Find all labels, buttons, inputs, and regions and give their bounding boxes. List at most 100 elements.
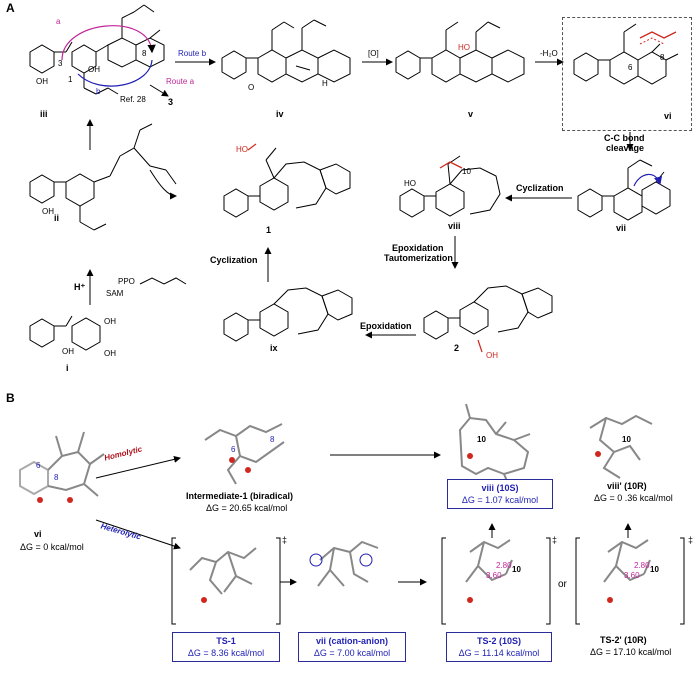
viii-prime-label: viii' (10R) — [607, 481, 647, 491]
compound-v-label: v — [468, 109, 474, 119]
atom-label-6: 6 — [628, 63, 633, 72]
route-b-label: Route b — [178, 49, 207, 58]
compound-iii-structure — [29, 4, 165, 95]
vi-b-energy: ΔG = 0 kcal/mol — [20, 542, 84, 552]
ts-2-prime-energy: ΔG = 17.10 kcal/mol — [590, 647, 672, 657]
ts-brackets — [171, 537, 685, 625]
model-viii-prime — [589, 414, 653, 479]
ts-2-prime-distance-a: 2.80 — [634, 561, 650, 570]
compound-vii-label: vii — [616, 223, 627, 233]
atom-10-ts-2: 10 — [512, 565, 521, 574]
vi-b-label: vi — [34, 529, 42, 539]
atom-6-vi: 6 — [36, 461, 41, 470]
oxidation-label: [O] — [368, 49, 379, 58]
model-vii — [309, 540, 379, 587]
compound-ii-label: ii — [54, 213, 60, 223]
atom-6-int1: 6 — [231, 445, 236, 454]
atom-10-viii: 10 — [477, 435, 486, 444]
h-label-iv: H — [322, 79, 328, 88]
model-ts-2-prime — [603, 539, 651, 603]
vii-energy-box: vii (cation-anion) ΔG = 7.00 kcal/mol — [298, 632, 406, 662]
oh-label-2: OH — [486, 351, 498, 360]
ts-1-energy: ΔG = 8.36 kcal/mol — [187, 648, 265, 658]
epoxidation-tautomerization-label-1: Epoxidation — [392, 243, 444, 253]
ts-2-energy: ΔG = 11.14 kcal/mol — [458, 648, 540, 658]
model-viii — [458, 403, 531, 489]
oh-label-i-2: OH — [62, 347, 74, 356]
atom-label-10: 10 — [462, 167, 471, 176]
model-vi — [19, 431, 105, 503]
cyclization-1-label: Cyclization — [210, 255, 258, 265]
ppo-label: PPO — [118, 277, 135, 286]
model-ts-1 — [189, 547, 257, 603]
compound-viii-structure — [399, 155, 501, 218]
acid-label: H⁺ — [74, 282, 86, 292]
compound-iii-label: iii — [40, 109, 48, 119]
panel-a-label: A — [6, 1, 15, 15]
ts-2-dagger: ‡ — [552, 535, 558, 545]
compound-vi-highlight-box — [562, 17, 692, 131]
ts-2-label: TS-2 (10S) — [476, 636, 521, 646]
atom-label-8-vi: 8 — [660, 53, 665, 62]
oh-label-i-3: OH — [104, 349, 116, 358]
panel-b-label: B — [6, 391, 15, 405]
ho-label-viii: HO — [404, 179, 416, 188]
vii-b-label: vii (cation-anion) — [316, 636, 388, 646]
oh-label-iv: O — [248, 83, 255, 92]
viii-energy-box: viii (10S) ΔG = 1.07 kcal/mol — [447, 479, 553, 509]
compound-viii-label: viii — [448, 221, 461, 231]
oh-label-i-1: OH — [104, 317, 116, 326]
atom-10-ts-2-prime: 10 — [650, 565, 659, 574]
sam-label: SAM — [106, 289, 124, 298]
ts-1-dagger: ‡ — [282, 535, 288, 545]
compound-i-label: i — [66, 363, 69, 373]
compound-1-structure — [223, 147, 351, 218]
compound-iv-structure — [221, 19, 351, 83]
epoxidation-tautomerization-label-2: Tautomerization — [384, 253, 453, 263]
ho-label-v: HO — [458, 43, 470, 52]
viii-prime-energy: ΔG = 0 .36 kcal/mol — [594, 493, 673, 503]
cc-cleavage-label-1: C-C bond — [604, 133, 645, 143]
intermediate-1-label: Intermediate-1 (biradical) — [186, 491, 294, 501]
compound-ii-structure — [29, 123, 177, 231]
epoxidation-label: Epoxidation — [360, 321, 412, 331]
atom-label-1: 1 — [68, 75, 73, 84]
compound-ix-structure — [223, 287, 353, 342]
intermediate-1-energy: ΔG = 20.65 kcal/mol — [206, 503, 288, 513]
ts-1-label: TS-1 — [216, 636, 236, 646]
ts-2-distance-a: 2.80 — [496, 561, 512, 570]
atom-8-int1: 8 — [270, 435, 275, 444]
dehydration-label: -H₂O — [540, 49, 558, 58]
atom-label-8: 8 — [142, 49, 147, 58]
atom-8-vi: 8 — [54, 473, 59, 482]
compound-1-label: 1 — [266, 225, 272, 235]
cc-cleavage-label-2: cleavage — [606, 143, 645, 153]
ts-2-prime-distance-b: 3.60 — [624, 571, 640, 580]
route-a-label: Route a — [166, 77, 195, 86]
atom-label-3: 3 — [58, 59, 63, 68]
vii-b-energy: ΔG = 7.00 kcal/mol — [313, 648, 391, 658]
viii-b-label: viii (10S) — [481, 483, 519, 493]
oh-label-iii-2: OH — [88, 65, 100, 74]
oh-label-ii: OH — [42, 207, 54, 216]
compound-vi-structure — [573, 23, 679, 85]
compound-vii-structure — [577, 159, 671, 221]
ts-2-prime-dagger: ‡ — [688, 535, 694, 545]
ts-1-energy-box: TS-1 ΔG = 8.36 kcal/mol — [172, 632, 280, 662]
model-ts-2 — [465, 539, 513, 603]
oh-label-iii: OH — [36, 77, 48, 86]
atom-10-viii-prime: 10 — [622, 435, 631, 444]
arc-label-a: a — [56, 17, 61, 26]
compound-ix-label: ix — [270, 343, 278, 353]
compound-iv-label: iv — [276, 109, 284, 119]
compound-2-structure — [423, 285, 553, 340]
ho-label-1: HO — [236, 145, 248, 154]
compound-i-structure — [29, 315, 101, 351]
compound-v-structure — [395, 21, 525, 83]
cyclization-viii-label: Cyclization — [516, 183, 564, 193]
model-intermediate-1 — [204, 423, 285, 485]
or-label: or — [558, 579, 567, 590]
ts-2-prime-label: TS-2' (10R) — [600, 635, 647, 645]
